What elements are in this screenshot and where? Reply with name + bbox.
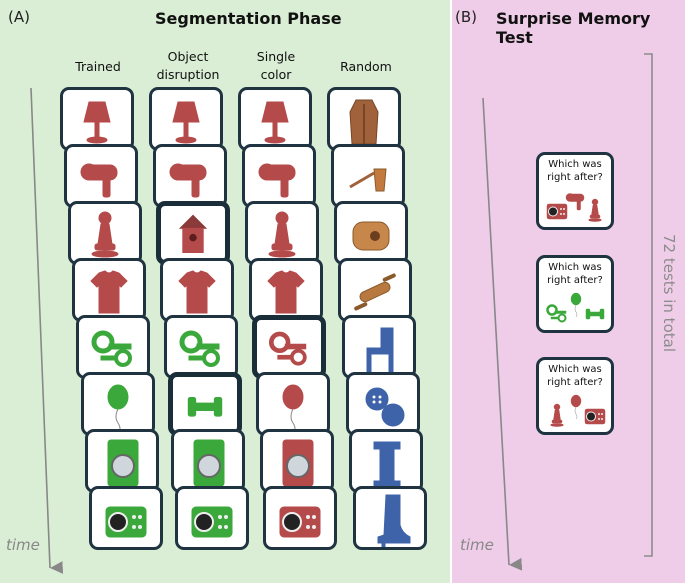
random-card bbox=[352, 486, 427, 550]
hairdryer-icon bbox=[565, 193, 585, 211]
panel-a-title: Segmentation Phase bbox=[155, 9, 342, 28]
test-question: Which was right after? bbox=[547, 159, 603, 183]
trained-card bbox=[68, 201, 143, 265]
single-color-card bbox=[245, 201, 320, 265]
buttons-icon bbox=[365, 387, 404, 427]
single-color-card bbox=[256, 372, 330, 436]
object-disruption-card bbox=[174, 486, 249, 550]
lamp-icon bbox=[261, 101, 289, 144]
hairdryer-icon bbox=[258, 163, 296, 198]
trained-card bbox=[60, 87, 134, 151]
tshirt-icon bbox=[267, 270, 305, 314]
coat-icon bbox=[349, 99, 379, 145]
time-arrow bbox=[30, 87, 64, 574]
panel-b-tag: (B) bbox=[455, 8, 477, 26]
chair-icon bbox=[366, 327, 394, 373]
radio-icon bbox=[191, 506, 233, 538]
test-time-label: time bbox=[460, 536, 494, 554]
washer-icon bbox=[193, 439, 225, 487]
trained-card bbox=[72, 258, 147, 322]
keys-icon bbox=[179, 330, 220, 367]
object-disruption-card bbox=[171, 429, 246, 493]
pedestal-icon bbox=[373, 441, 401, 487]
trained-card bbox=[80, 372, 155, 436]
birdhouse-icon bbox=[179, 214, 208, 254]
single-color-card bbox=[248, 258, 323, 322]
test-time-arrow bbox=[482, 53, 653, 571]
panel-a-tag: (A) bbox=[8, 8, 30, 26]
pawn-icon bbox=[550, 403, 564, 427]
tapemeasure-icon bbox=[352, 221, 390, 251]
pawn-icon bbox=[91, 211, 119, 258]
trained-card bbox=[76, 315, 151, 379]
keys-icon bbox=[269, 331, 308, 366]
tests-bracket bbox=[644, 53, 653, 557]
coffeepot-icon bbox=[348, 168, 387, 192]
keys-icon bbox=[91, 330, 133, 367]
keys-icon bbox=[546, 304, 567, 323]
dumbbell-icon bbox=[585, 308, 605, 320]
test-question: Which was right after? bbox=[547, 364, 603, 388]
radio-icon bbox=[546, 203, 568, 220]
lamp-icon bbox=[83, 101, 111, 144]
balloon-icon bbox=[570, 292, 582, 318]
balloon-icon bbox=[282, 384, 304, 433]
column-header-random: Random bbox=[340, 59, 392, 74]
test-question: Which was right after? bbox=[547, 262, 603, 286]
washer-icon bbox=[107, 439, 139, 487]
random-card bbox=[330, 144, 405, 208]
hairdryer-icon bbox=[80, 163, 118, 198]
object-disruption-card bbox=[156, 201, 231, 265]
washer-icon bbox=[282, 439, 314, 487]
random-card bbox=[349, 429, 424, 493]
radio-icon bbox=[584, 408, 606, 425]
tshirt-icon bbox=[178, 270, 216, 314]
rollingpin-icon bbox=[354, 273, 396, 311]
single-color-card bbox=[252, 315, 327, 379]
panel-b-title: Surprise Memory Test bbox=[496, 9, 651, 47]
column-header-single-color: Single color bbox=[256, 49, 296, 82]
dumbbell-icon bbox=[187, 397, 222, 417]
pawn-icon bbox=[268, 211, 296, 258]
radio-icon bbox=[279, 506, 321, 538]
lamp-icon bbox=[172, 101, 200, 144]
single-color-card bbox=[238, 87, 312, 151]
radio-icon bbox=[105, 506, 147, 538]
trained-card bbox=[64, 144, 139, 208]
object-disruption-card bbox=[149, 87, 223, 151]
test-card: Which was right after? bbox=[536, 152, 614, 230]
test-card: Which was right after? bbox=[536, 255, 614, 333]
balloon-icon bbox=[570, 394, 582, 420]
trained-card bbox=[88, 486, 163, 550]
time-label: time bbox=[6, 536, 40, 554]
pawn-icon bbox=[588, 198, 602, 222]
random-card bbox=[338, 258, 413, 322]
random-card bbox=[327, 87, 401, 151]
random-card bbox=[345, 372, 420, 436]
memory-test-panel: (B) Surprise Memory Test time Which was … bbox=[452, 0, 685, 583]
total-tests-label: 72 tests in total bbox=[660, 234, 678, 352]
column-header-trained: Trained bbox=[75, 59, 121, 74]
single-color-card bbox=[263, 486, 338, 550]
random-card bbox=[334, 201, 409, 265]
object-disruption-card bbox=[163, 315, 238, 379]
test-card: Which was right after? bbox=[536, 357, 614, 435]
single-color-card bbox=[259, 429, 334, 493]
object-disruption-card bbox=[167, 372, 242, 436]
object-disruption-card bbox=[160, 258, 235, 322]
column-header-object-disruption: Object disruption bbox=[156, 49, 220, 82]
boot-icon bbox=[377, 494, 411, 547]
hairdryer-icon bbox=[169, 163, 207, 198]
trained-card bbox=[84, 429, 159, 493]
object-disruption-card bbox=[152, 144, 227, 208]
tshirt-icon bbox=[90, 270, 129, 314]
single-color-card bbox=[241, 144, 316, 208]
segmentation-panel: (A) Segmentation Phase Trained Object di… bbox=[0, 0, 450, 583]
balloon-icon bbox=[107, 384, 128, 433]
random-card bbox=[341, 315, 416, 379]
